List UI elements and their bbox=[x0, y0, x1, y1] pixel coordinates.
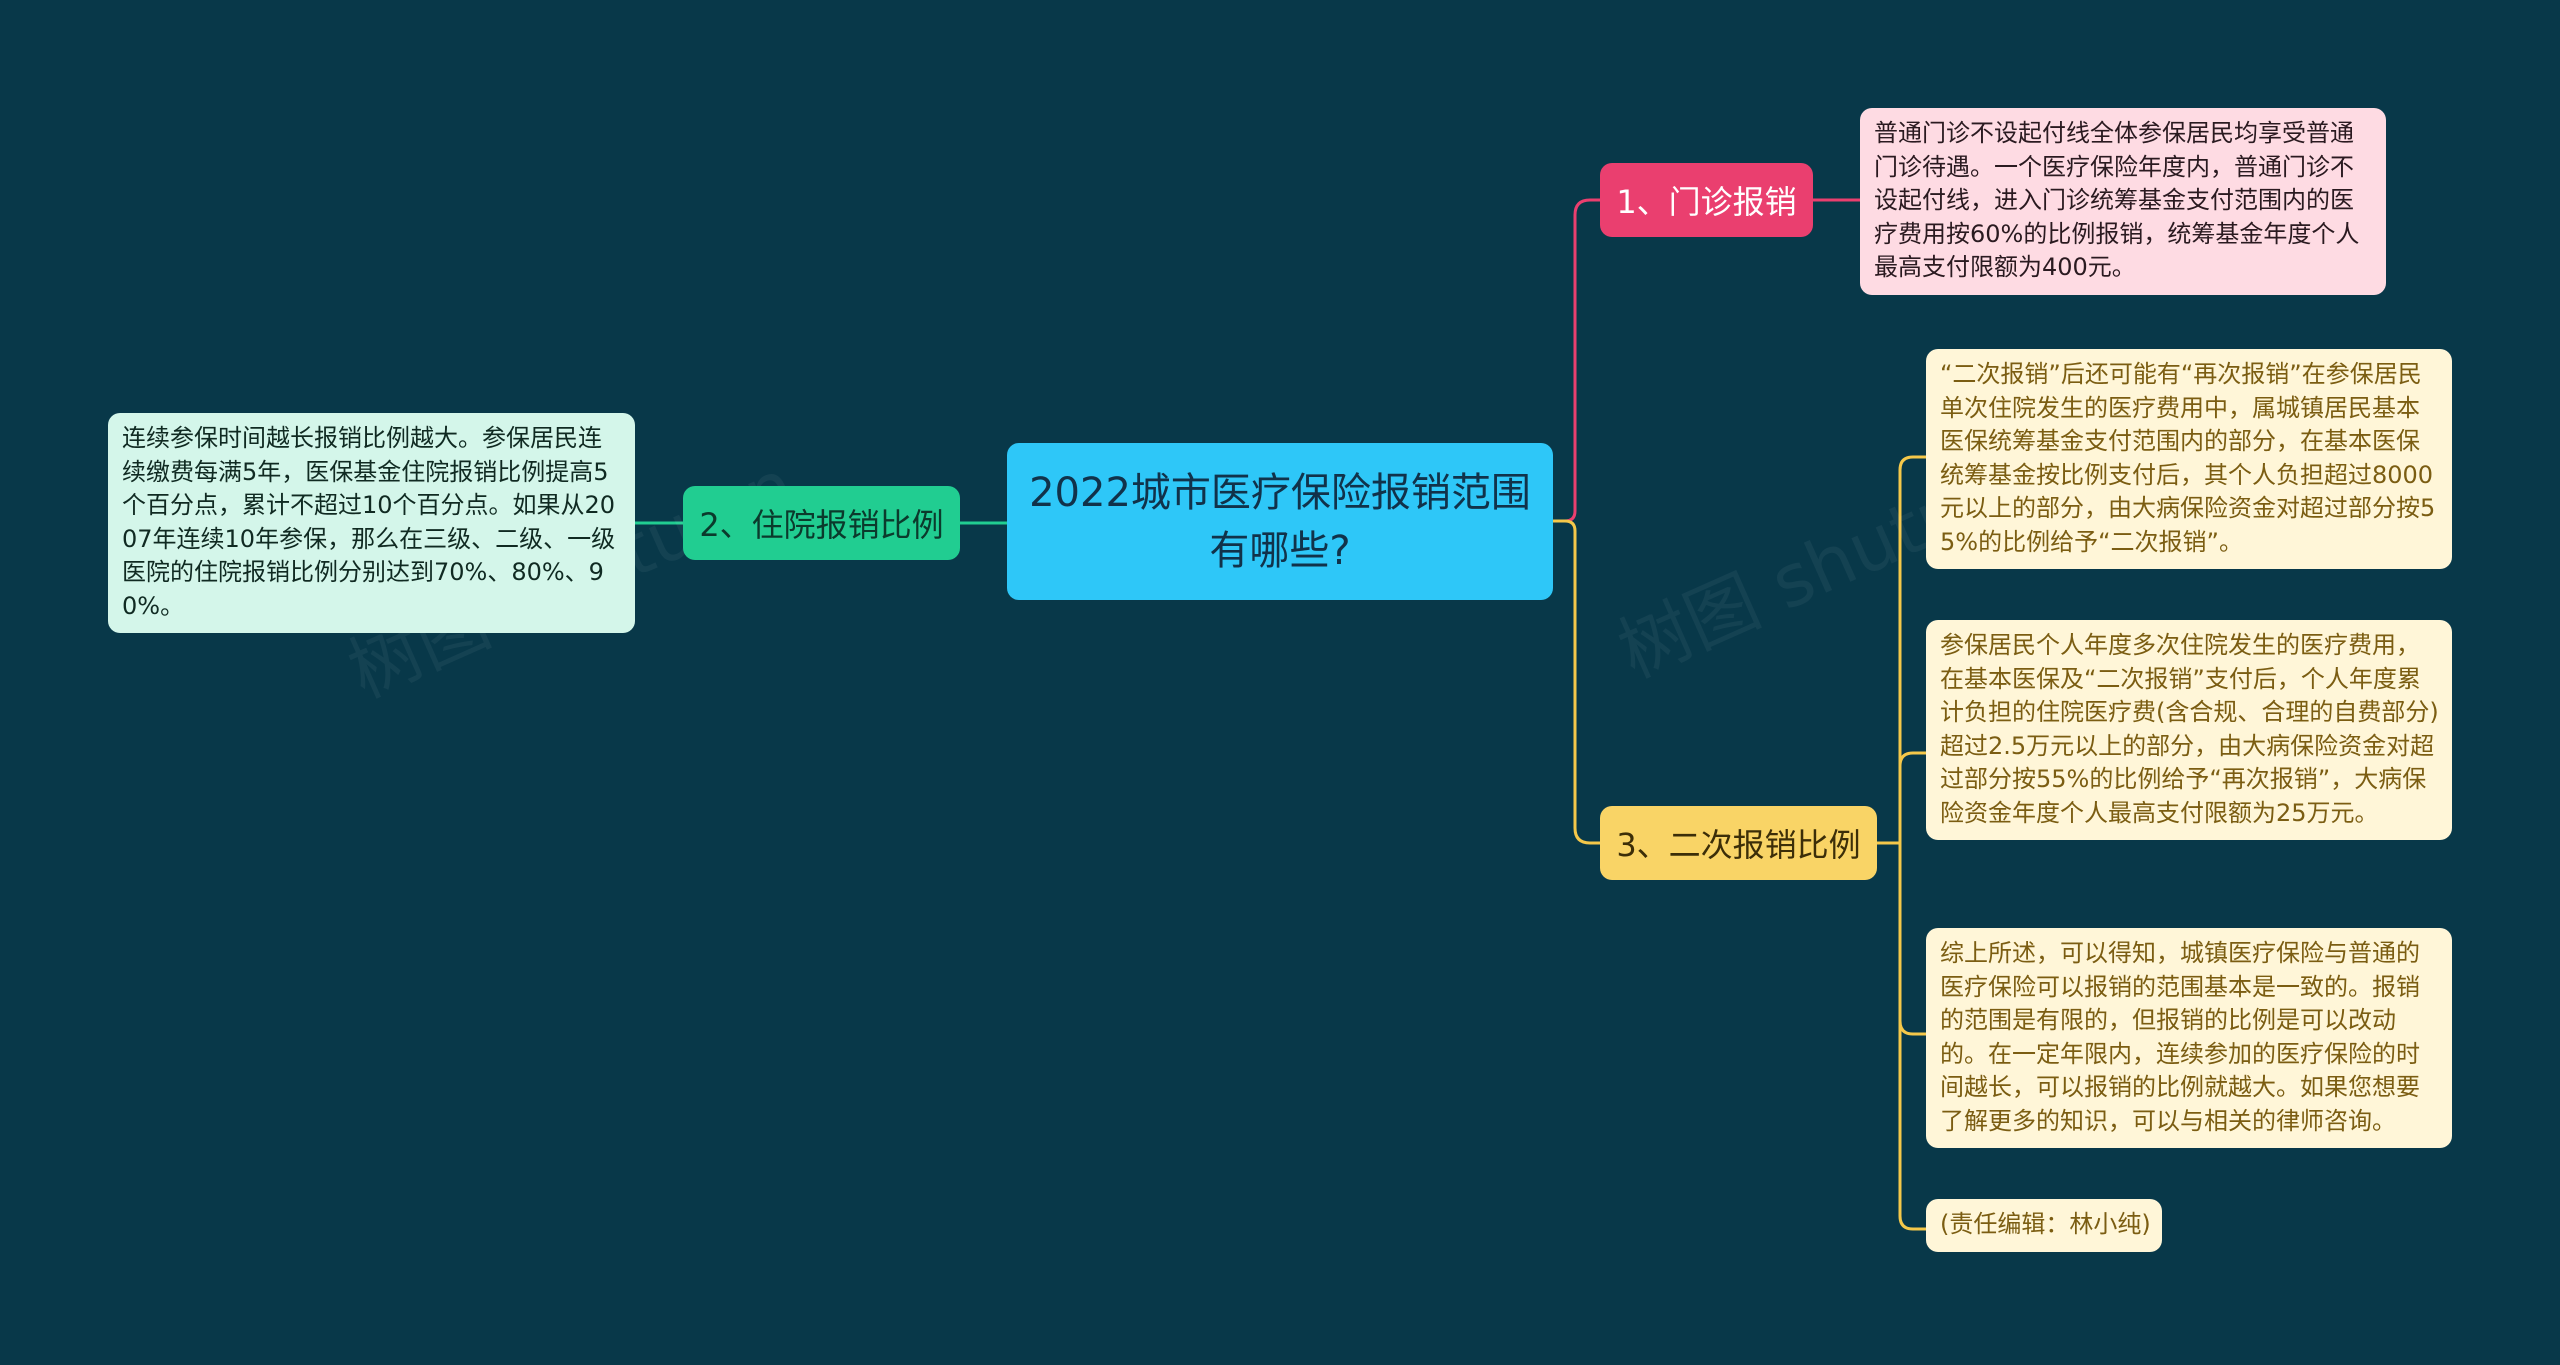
secondary-detail-1[interactable]: “二次报销”后还可能有“再次报销”在参保居民单次住院发生的医疗费用中，属城镇居民… bbox=[1926, 349, 2452, 569]
connector-secondary-to-leaf-1 bbox=[1898, 455, 1926, 843]
branch-outpatient[interactable]: 1、门诊报销 bbox=[1600, 163, 1813, 237]
editor-note-text: (责任编辑：林小纯) bbox=[1940, 1210, 2151, 1238]
branch-secondary-label: 3、二次报销比例 bbox=[1616, 826, 1861, 864]
connector-secondary-to-leaf-4 bbox=[1898, 843, 1926, 1231]
secondary-detail-3-text: 综上所述，可以得知，城镇医疗保险与普通的医疗保险可以报销的范围基本是一致的。报销… bbox=[1940, 939, 2420, 1135]
secondary-detail-2[interactable]: 参保居民个人年度多次住院发生的医疗费用，在基本医保及“二次报销”支付后，个人年度… bbox=[1926, 620, 2452, 840]
branch-inpatient-label: 2、住院报销比例 bbox=[699, 506, 944, 544]
outpatient-detail-text: 普通门诊不设起付线全体参保居民均享受普通门诊待遇。一个医疗保险年度内，普通门诊不… bbox=[1874, 119, 2360, 281]
inpatient-detail-text: 连续参保时间越长报销比例越大。参保居民连续缴费每满5年，医保基金住院报销比例提高… bbox=[122, 424, 616, 620]
secondary-detail-2-text: 参保居民个人年度多次住院发生的医疗费用，在基本医保及“二次报销”支付后，个人年度… bbox=[1940, 631, 2439, 827]
central-topic[interactable]: 2022城市医疗保险报销范围有哪些? bbox=[1007, 443, 1553, 600]
connector-center-to-secondary bbox=[1553, 519, 1600, 845]
editor-note[interactable]: (责任编辑：林小纯) bbox=[1926, 1199, 2162, 1252]
connector-center-to-outpatient bbox=[1553, 198, 1600, 523]
connector-secondary-to-leaf-2 bbox=[1898, 751, 1926, 843]
branch-outpatient-label: 1、门诊报销 bbox=[1616, 183, 1797, 221]
outpatient-detail[interactable]: 普通门诊不设起付线全体参保居民均享受普通门诊待遇。一个医疗保险年度内，普通门诊不… bbox=[1860, 108, 2386, 295]
secondary-detail-1-text: “二次报销”后还可能有“再次报销”在参保居民单次住院发生的医疗费用中，属城镇居民… bbox=[1940, 360, 2436, 556]
secondary-detail-3[interactable]: 综上所述，可以得知，城镇医疗保险与普通的医疗保险可以报销的范围基本是一致的。报销… bbox=[1926, 928, 2452, 1148]
branch-inpatient[interactable]: 2、住院报销比例 bbox=[683, 486, 960, 560]
connector-secondary-to-leaf-3 bbox=[1898, 843, 1926, 1036]
inpatient-detail[interactable]: 连续参保时间越长报销比例越大。参保居民连续缴费每满5年，医保基金住院报销比例提高… bbox=[108, 413, 635, 633]
central-topic-label: 2022城市医疗保险报销范围有哪些? bbox=[1029, 469, 1531, 574]
branch-secondary[interactable]: 3、二次报销比例 bbox=[1600, 806, 1877, 880]
